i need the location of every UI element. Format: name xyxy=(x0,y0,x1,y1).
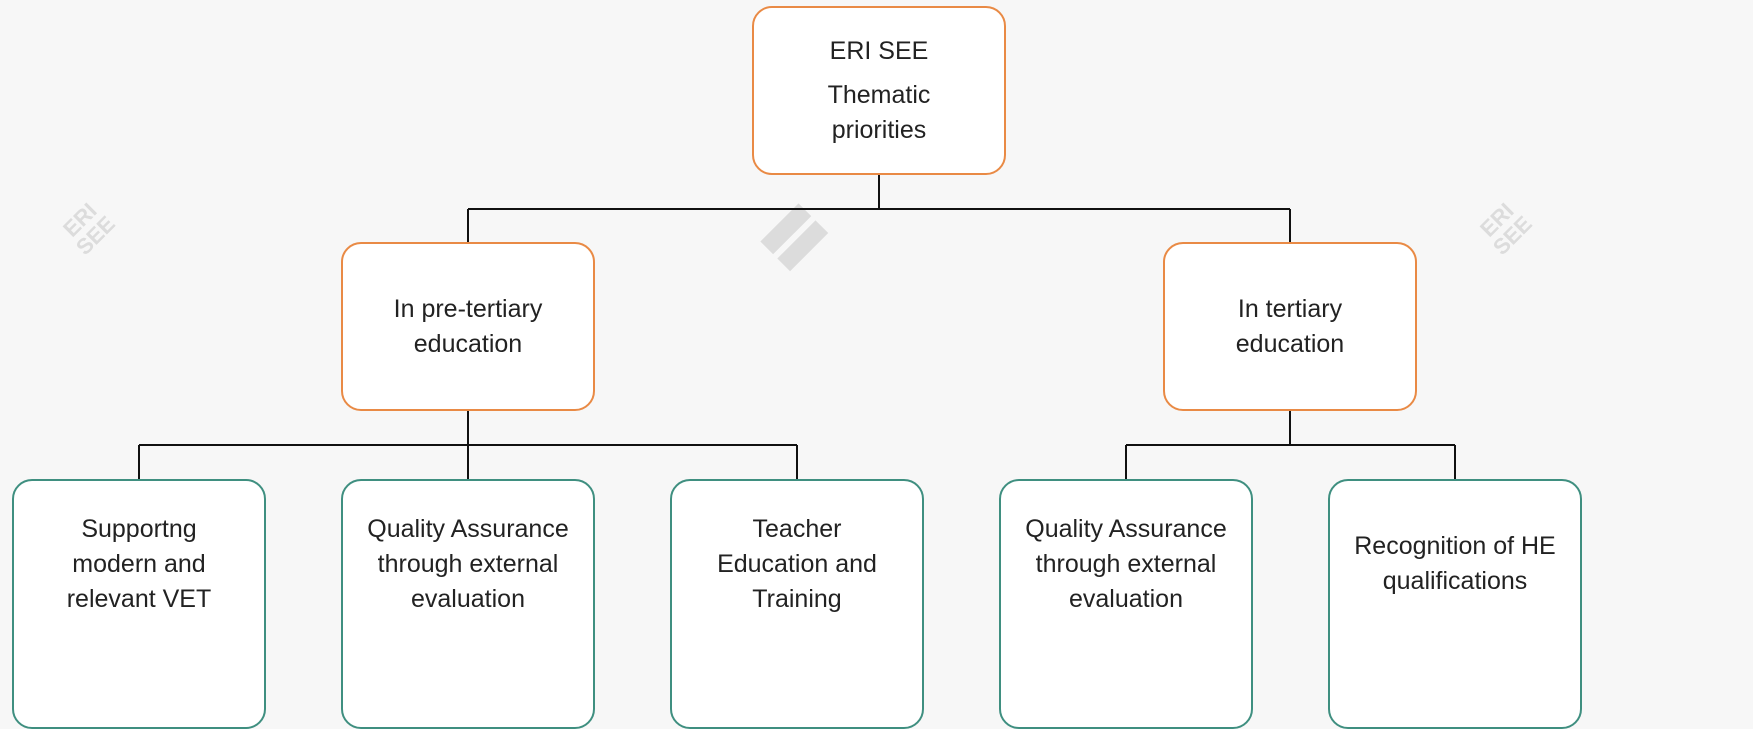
leaf-node-teacher-education: Teacher Education and Training xyxy=(670,479,924,729)
leaf-node-recognition-he: Recognition of HE qualifications xyxy=(1328,479,1582,729)
leaf-label: Teacher Education and Training xyxy=(717,514,877,613)
root-subtitle: Thematic priorities xyxy=(827,80,931,144)
leaf-label: Quality Assurance through external evalu… xyxy=(367,514,569,613)
leaf-node-vet: Supportng modern and relevant VET xyxy=(12,479,266,729)
root-node: ERI SEE Thematic priorities xyxy=(752,6,1006,175)
branch-label: In pre-tertiary education xyxy=(393,294,543,358)
branch-node-pre-tertiary: In pre-tertiary education xyxy=(341,242,595,411)
leaf-node-quality-assurance-tertiary: Quality Assurance through external evalu… xyxy=(999,479,1253,729)
branch-label: In tertiary education xyxy=(1235,294,1345,358)
leaf-label: Quality Assurance through external evalu… xyxy=(1025,514,1227,613)
watermark-shape-icon xyxy=(760,203,829,272)
root-title: ERI SEE xyxy=(829,36,929,65)
watermark-logo-center-icon xyxy=(749,192,841,284)
leaf-label: Supportng modern and relevant VET xyxy=(66,514,212,613)
leaf-node-quality-assurance-pre: Quality Assurance through external evalu… xyxy=(341,479,595,729)
leaf-label: Recognition of HE qualifications xyxy=(1354,532,1556,595)
branch-node-tertiary: In tertiary education xyxy=(1163,242,1417,411)
